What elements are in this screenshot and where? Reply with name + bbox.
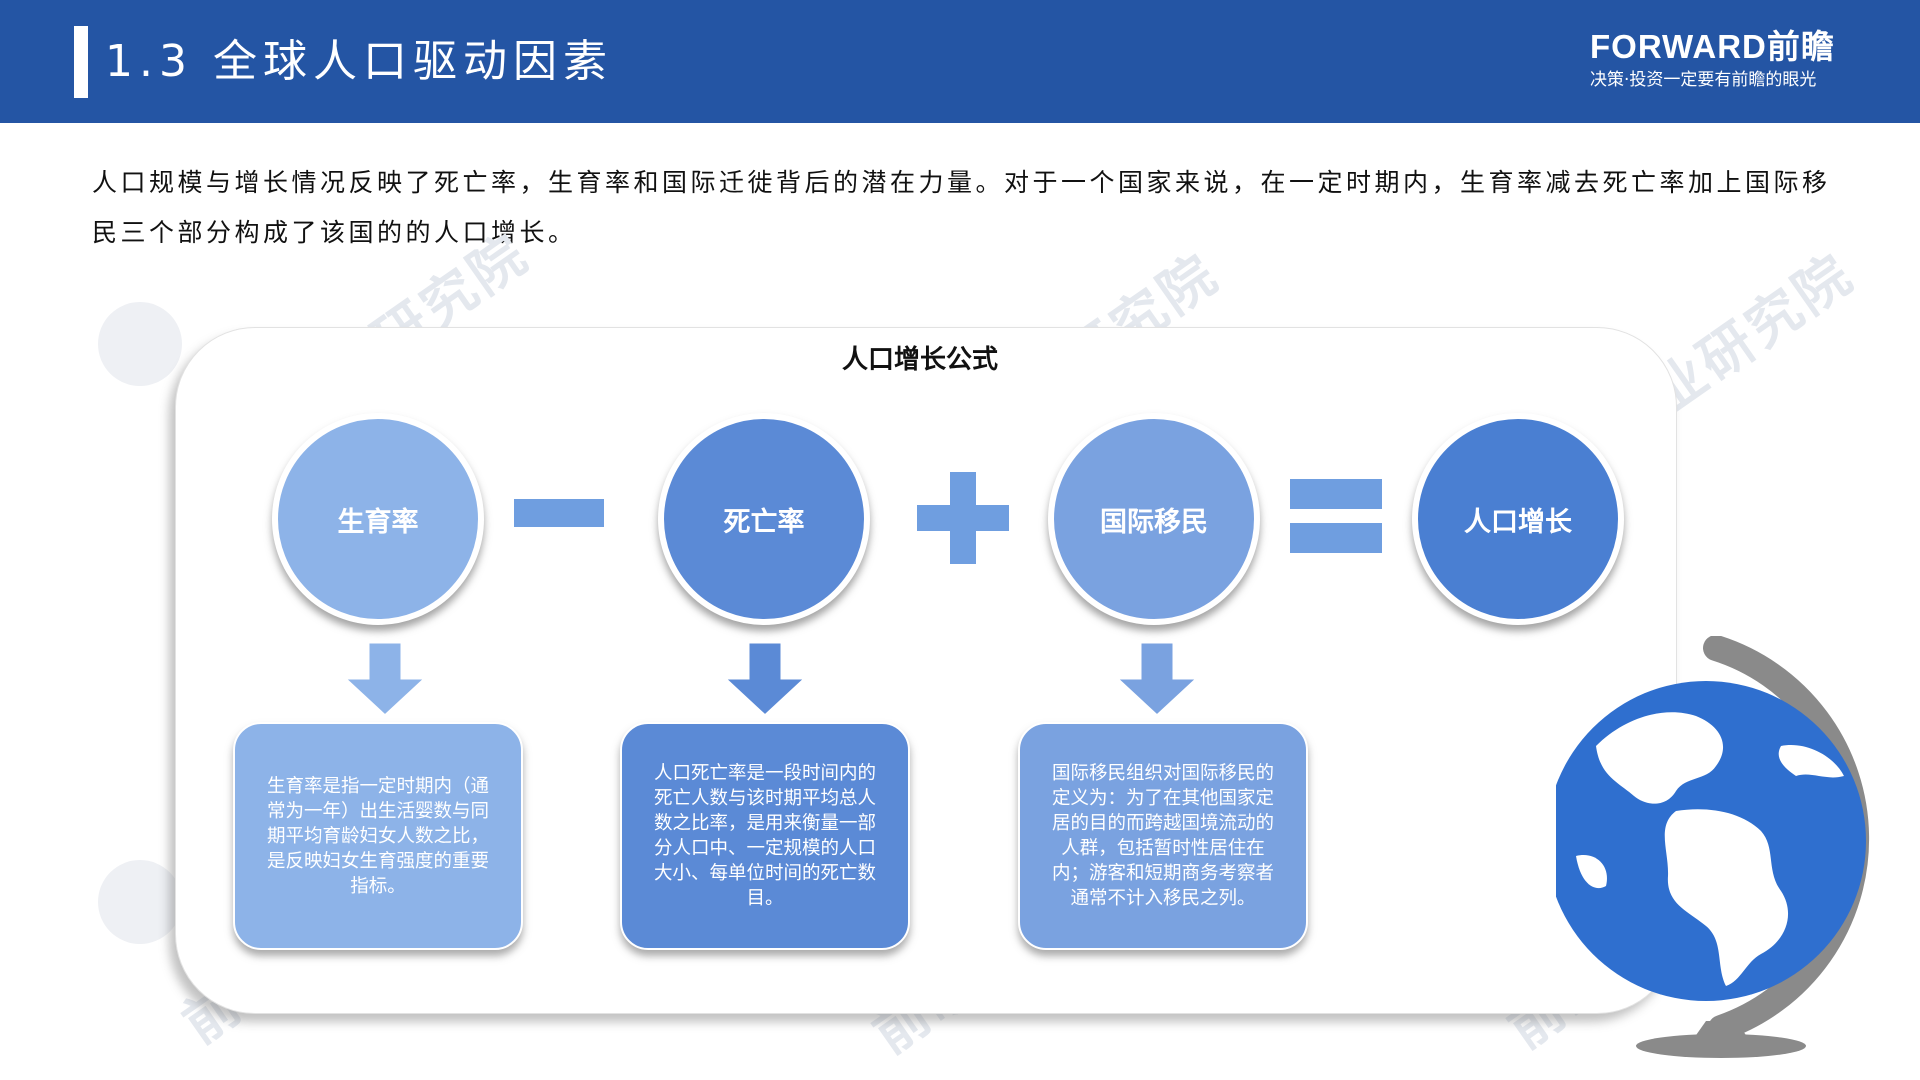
- description-migration-text: 国际移民组织对国际移民的定义为：为了在其他国家定居的目的而跨越国境流动的人群，包…: [1051, 763, 1274, 909]
- formula-title: 人口增长公式: [841, 345, 998, 375]
- term-circle-migration: 国际移民: [1048, 413, 1260, 625]
- down-arrow-icon: [340, 640, 430, 719]
- brand-tagline: 决策·投资一定要有前瞻的眼光: [1590, 70, 1817, 90]
- brand-logo: FORWARD前瞻 决策·投资一定要有前瞻的眼光: [1590, 28, 1890, 92]
- globe-icon: [1556, 636, 1870, 1058]
- plus-sign: [917, 472, 1009, 564]
- equals-sign: [1290, 479, 1382, 553]
- down-arrow-icon: [720, 640, 810, 719]
- term-circle-death-rate: 死亡率: [658, 413, 870, 625]
- page-title: 1.3 全球人口驱动因素: [105, 36, 613, 87]
- description-migration: 国际移民组织对国际移民的定义为：为了在其他国家定居的目的而跨越国境流动的人群，包…: [1018, 722, 1308, 950]
- description-birth-rate: 生育率是指一定时期内（通常为一年）出生活婴数与同期平均育龄妇女人数之比，是反映妇…: [233, 722, 523, 950]
- description-birth-rate-text: 生育率是指一定时期内（通常为一年）出生活婴数与同期平均育龄妇女人数之比，是反映妇…: [266, 775, 489, 897]
- down-arrow-icon: [1112, 640, 1202, 719]
- intro-paragraph: 人口规模与增长情况反映了死亡率，生育率和国际迁徙背后的潜在力量。对于一个国家来说…: [92, 168, 1831, 247]
- watermark-logo-icon: [98, 860, 182, 944]
- minus-sign: [514, 499, 604, 527]
- term-circle-birth-rate: 生育率: [272, 413, 484, 625]
- header-banner: 1.3 全球人口驱动因素 FORWARD前瞻 决策·投资一定要有前瞻的眼光: [0, 0, 1920, 123]
- brand-name: FORWARD前瞻: [1590, 28, 1835, 65]
- title-accent-bar: [74, 26, 88, 98]
- watermark-logo-icon: [98, 302, 182, 386]
- term-circle-population-growth: 人口增长: [1412, 413, 1624, 625]
- description-death-rate: 人口死亡率是一段时间内的死亡人数与该时期平均总人数之比率，是用来衡量一部分人口中…: [620, 722, 910, 950]
- description-death-rate-text: 人口死亡率是一段时间内的死亡人数与该时期平均总人数之比率，是用来衡量一部分人口中…: [653, 763, 876, 909]
